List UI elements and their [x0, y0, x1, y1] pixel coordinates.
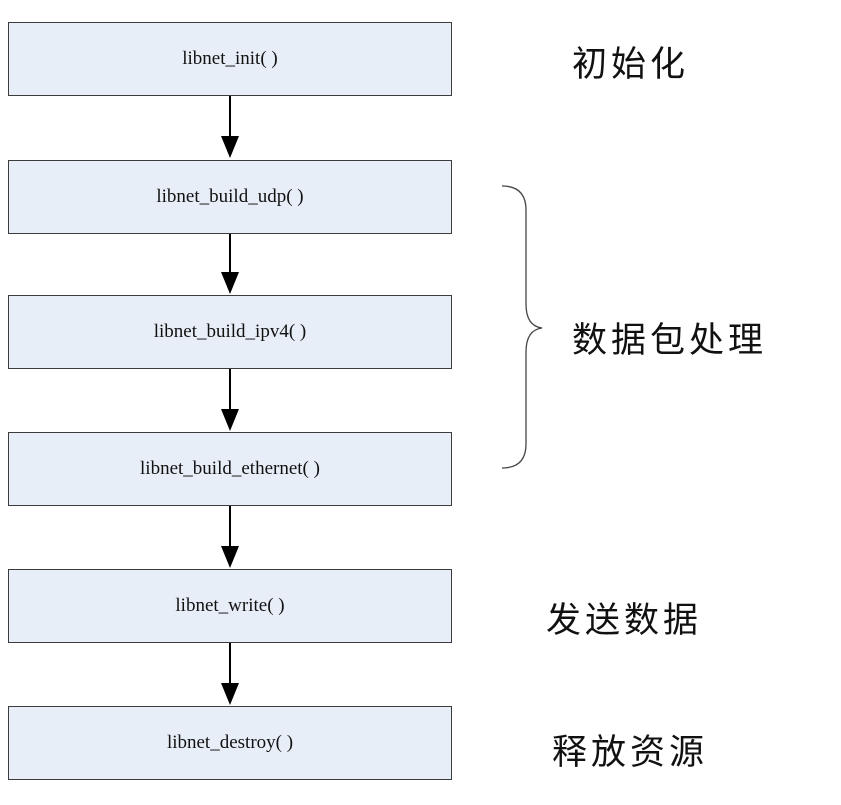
phase-label-send-data: 发送数据: [546, 601, 703, 641]
step-box-libnet-write: libnet_write( ): [8, 569, 452, 643]
step-box-libnet-build-udp: libnet_build_udp( ): [8, 160, 452, 234]
step-label: libnet_destroy( ): [166, 732, 294, 753]
arrow-head: [221, 683, 239, 705]
step-label: libnet_init( ): [182, 48, 278, 69]
step-label: libnet_build_ethernet( ): [140, 458, 320, 479]
phase-label-release-resources: 释放资源: [552, 733, 709, 773]
phase-label-packet-processing: 数据包处理: [572, 321, 768, 361]
arrow-shaft: [229, 234, 231, 272]
step-label: libnet_write( ): [175, 595, 285, 616]
step-box-libnet-init: libnet_init( ): [8, 22, 452, 96]
arrow-shaft: [229, 96, 231, 136]
arrow-shaft: [229, 369, 231, 409]
phase-label-init: 初始化: [572, 45, 690, 85]
arrow-head: [221, 546, 239, 568]
arrow-head: [221, 272, 239, 294]
step-box-libnet-destroy: libnet_destroy( ): [8, 706, 452, 780]
arrow-head: [221, 136, 239, 158]
curly-brace: [501, 185, 543, 469]
arrow-shaft: [229, 643, 231, 683]
step-label: libnet_build_ipv4( ): [153, 321, 307, 342]
arrow-shaft: [229, 506, 231, 546]
step-label: libnet_build_udp( ): [156, 186, 304, 207]
arrow-head: [221, 409, 239, 431]
step-box-libnet-build-ethernet: libnet_build_ethernet( ): [8, 432, 452, 506]
step-box-libnet-build-ipv4: libnet_build_ipv4( ): [8, 295, 452, 369]
